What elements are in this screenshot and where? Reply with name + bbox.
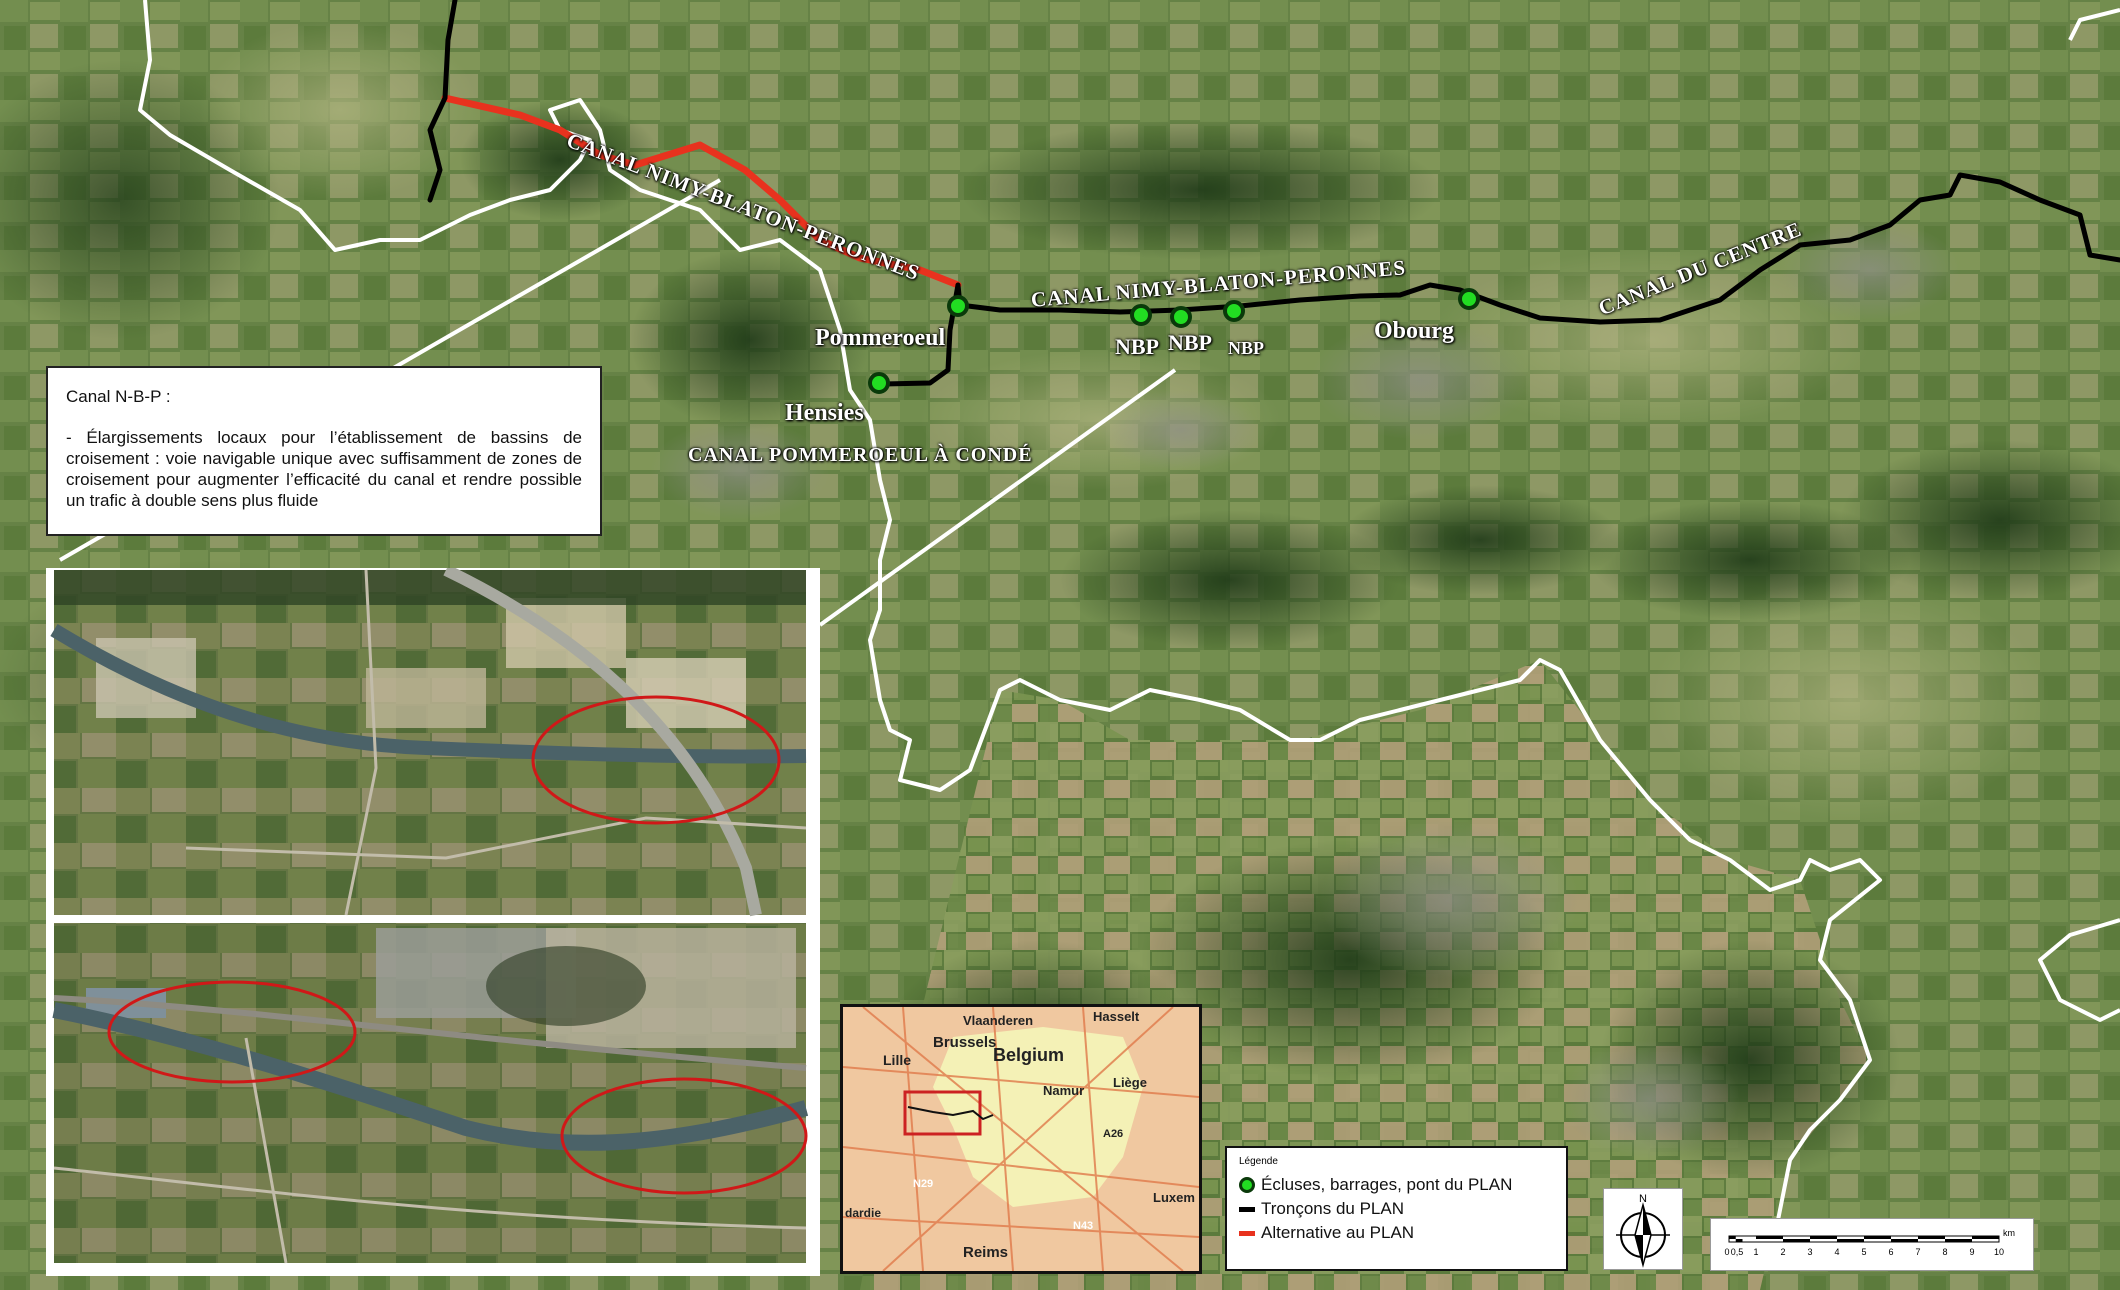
inset-label-brussels: Brussels — [933, 1034, 996, 1051]
inset-label-hasselt: Hasselt — [1093, 1009, 1140, 1024]
scale-tick: 10 — [1994, 1247, 2004, 1257]
info-title: Canal N-B-P : — [66, 387, 171, 406]
north-letter: N — [1639, 1193, 1647, 1205]
red-line-icon — [1239, 1230, 1255, 1236]
legend-label: Alternative au PLAN — [1261, 1223, 1415, 1242]
lock-marker-obourg[interactable] — [1458, 288, 1480, 310]
inset-label-liege: Liège — [1113, 1075, 1147, 1090]
scale-tick: 0,5 — [1731, 1247, 1744, 1257]
scale-bar: km 0 0,5 1 2 3 4 5 6 7 8 9 10 — [1710, 1218, 2034, 1271]
location-inset-map: Vlaanderen Hasselt Brussels Belgium Lill… — [840, 1004, 1202, 1274]
north-arrow-icon: N — [1616, 1193, 1670, 1268]
inset-label-belgium: Belgium — [993, 1045, 1064, 1065]
inset-label-a26: A26 — [1103, 1128, 1123, 1140]
inset-label-luxem: Luxem — [1153, 1190, 1195, 1205]
black-line-icon — [1239, 1206, 1255, 1212]
green-dot-icon — [1239, 1177, 1255, 1193]
aerial-photos-frame — [46, 564, 820, 1276]
legend-label: Écluses, barrages, pont du PLAN — [1261, 1175, 1513, 1194]
callout-line-right — [818, 368, 1177, 627]
structure-label-nbp-1: NBP — [1115, 334, 1159, 359]
annotation-ellipse — [107, 980, 357, 1084]
info-box: Canal N-B-P : - Élargissements locaux po… — [46, 366, 602, 536]
scale-tick: 1 — [1753, 1247, 1758, 1257]
legend-item-alternative: Alternative au PLAN — [1239, 1221, 1554, 1245]
aerial-photo-bottom — [52, 923, 809, 1264]
inset-map-drawing: Vlaanderen Hasselt Brussels Belgium Lill… — [843, 1007, 1199, 1271]
info-body: - Élargissements locaux pour l’établisse… — [66, 428, 582, 510]
legend-title: Légende — [1239, 1156, 1278, 1167]
lock-marker-nbp-2[interactable] — [1170, 306, 1192, 328]
inset-label-reims: Reims — [963, 1244, 1008, 1261]
lock-marker-hensies[interactable] — [868, 372, 890, 394]
structure-label-nbp-2: NBP — [1168, 330, 1212, 355]
aerial-photo-top — [50, 564, 807, 917]
scale-tick: 4 — [1834, 1247, 1839, 1257]
lock-marker-nbp-3[interactable] — [1223, 300, 1245, 322]
inset-label-n29: N29 — [913, 1178, 933, 1190]
lock-marker-pommeroeul[interactable] — [947, 295, 969, 317]
inset-label-vlaanderen: Vlaanderen — [963, 1013, 1033, 1028]
scale-bar-drawing: km 0 0,5 1 2 3 4 5 6 7 8 9 10 — [1724, 1228, 2015, 1257]
town-label-obourg: Obourg — [1374, 318, 1455, 344]
annotation-ellipse — [560, 1077, 808, 1195]
north-arrow: N — [1603, 1188, 1683, 1270]
legend: Légende Écluses, barrages, pont du PLAN … — [1225, 1146, 1568, 1271]
legend-item-plan-sections: Tronçons du PLAN — [1239, 1197, 1554, 1221]
scale-unit: km — [2003, 1228, 2015, 1238]
alternative-route — [441, 94, 962, 289]
lock-marker-nbp-1[interactable] — [1130, 304, 1152, 326]
inset-label-lille: Lille — [883, 1052, 911, 1068]
inset-label-namur: Namur — [1043, 1083, 1084, 1098]
scale-tick: 0 — [1724, 1247, 1729, 1257]
structure-label-nbp-3: NBP — [1228, 338, 1264, 358]
inset-label-dardie: dardie — [845, 1206, 881, 1220]
scale-tick: 6 — [1888, 1247, 1893, 1257]
aerial-photos — [50, 564, 809, 1264]
scale-tick: 9 — [1969, 1247, 1974, 1257]
border-lines — [138, 0, 2120, 1261]
scale-tick: 7 — [1915, 1247, 1920, 1257]
annotation-ellipse — [531, 695, 781, 825]
town-label-hensies: Hensies — [785, 400, 864, 426]
legend-label: Tronçons du PLAN — [1261, 1199, 1404, 1218]
inset-label-n43: N43 — [1073, 1220, 1093, 1232]
canal-label-pommeroeul-conde: CANAL POMMEROEUL À CONDÉ — [688, 444, 1033, 466]
scale-tick: 8 — [1942, 1247, 1947, 1257]
scale-tick: 3 — [1807, 1247, 1812, 1257]
scale-tick: 2 — [1780, 1247, 1785, 1257]
legend-item-locks: Écluses, barrages, pont du PLAN — [1239, 1173, 1554, 1197]
scale-tick: 5 — [1861, 1247, 1866, 1257]
town-label-pommeroeul: Pommeroeul — [815, 325, 946, 351]
